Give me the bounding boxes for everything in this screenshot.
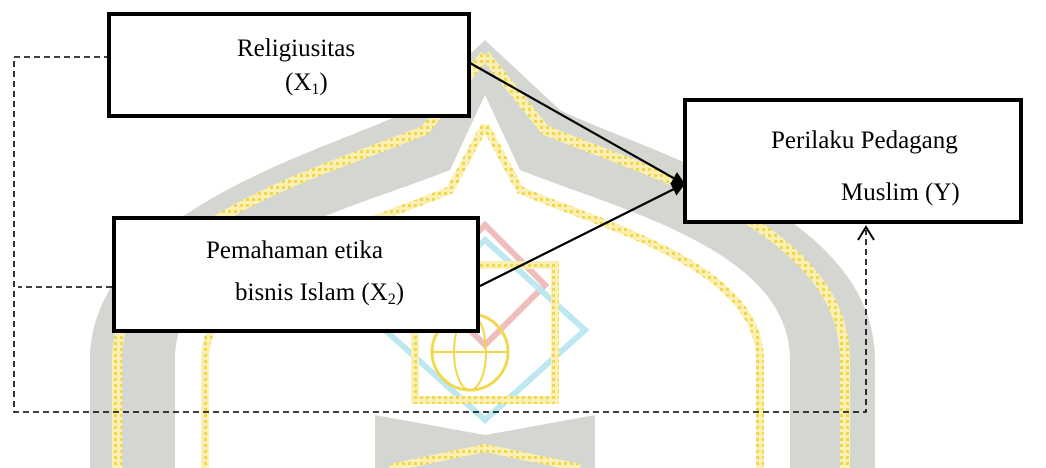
- watermark-chevron-gold: [389, 443, 581, 468]
- node-religiusitas: Religiusitas (X1): [107, 12, 471, 118]
- watermark-star-gold: [411, 261, 559, 404]
- watermark-chevron: [375, 415, 595, 468]
- watermark-gold-border-inner-right: [481, 123, 764, 468]
- dashed-x1-to-y: [13, 56, 867, 413]
- arrow-x2-to-y: [479, 183, 686, 287]
- node-pemahaman-etika: Pemahaman etika bisnis Islam (X2): [112, 216, 480, 333]
- node-y-label: Perilaku Pedagang: [771, 127, 958, 154]
- node-x1-label: Religiusitas: [237, 35, 356, 62]
- arrow-x1-to-y: [469, 62, 686, 185]
- dashed-arrowhead-icon: [857, 225, 875, 241]
- node-x2-label: Pemahaman etika: [206, 237, 384, 264]
- node-y-symbol: Muslim (Y): [841, 179, 960, 206]
- node-x1-symbol: (X1): [285, 69, 328, 98]
- node-perilaku-pedagang: Perilaku Pedagang Muslim (Y): [683, 98, 1023, 224]
- dashed-connectors: [13, 56, 867, 413]
- node-x2-symbol: bisnis Islam (X2): [235, 279, 405, 308]
